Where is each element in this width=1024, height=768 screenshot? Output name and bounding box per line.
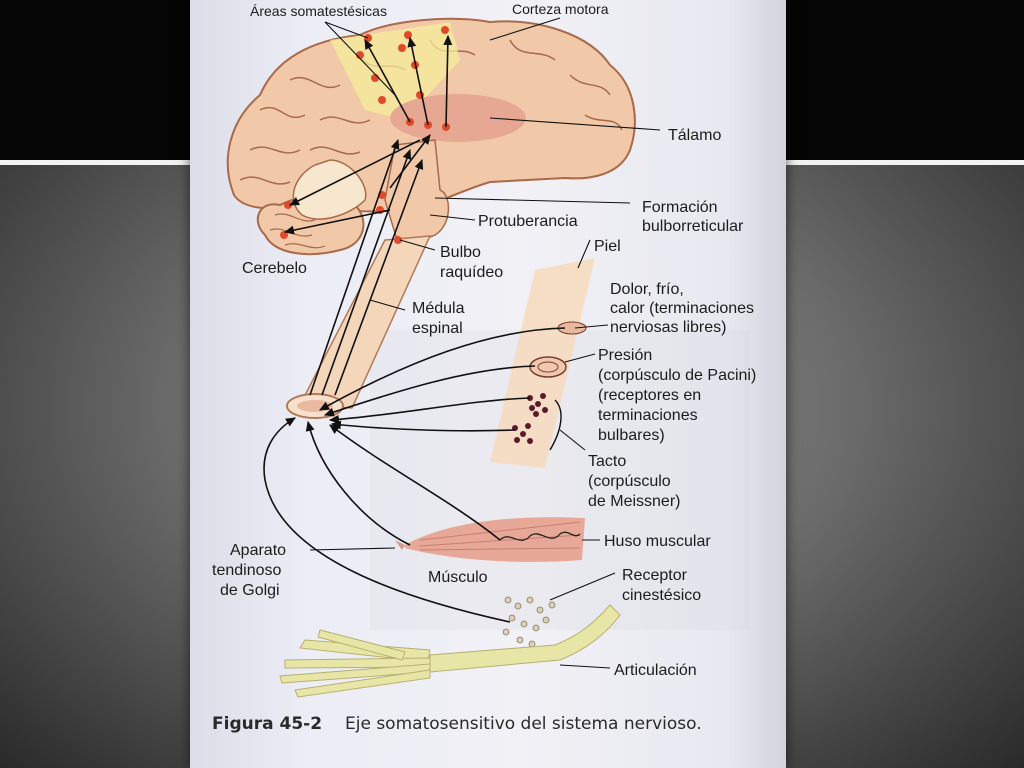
label-receptor-1: Receptor [622, 567, 688, 584]
label-piel: Piel [594, 238, 621, 255]
label-presion-4: terminaciones [598, 407, 698, 424]
labels: Áreas somatestésicas Corteza motora Tála… [212, 1, 756, 679]
book-page: Áreas somatestésicas Corteza motora Tála… [190, 0, 786, 768]
ascending-pathways [283, 34, 453, 396]
muscle [395, 517, 585, 562]
label-cerebelo: Cerebelo [242, 260, 307, 277]
label-aparato-3: de Golgi [220, 582, 280, 599]
label-presion-2: (corpúsculo de Pacini) [598, 367, 756, 384]
label-areas-somatestesicas: Áreas somatestésicas [250, 3, 387, 19]
label-protuberancia: Protuberancia [478, 213, 578, 230]
label-corteza-motora: Corteza motora [512, 1, 609, 17]
label-tacto-2: (corpúsculo [588, 473, 671, 490]
afferent-fibers [263, 327, 566, 623]
label-bulbo-2: raquídeo [440, 264, 503, 281]
kinesthetic-receptor [502, 596, 556, 648]
brain [226, 17, 636, 256]
label-aparato-2: tendinoso [212, 562, 281, 579]
label-tacto-3: de Meissner) [588, 493, 680, 510]
label-medula-1: Médula [412, 300, 465, 317]
label-dolor-2: calor (terminaciones [610, 300, 754, 317]
figure-caption: Figura 45-2 Eje somatosensitivo del sist… [212, 714, 702, 734]
somatosensory-diagram: Áreas somatestésicas Corteza motora Tála… [212, 1, 756, 734]
caption-text: Eje somatosensitivo del sistema nervioso… [345, 714, 702, 734]
label-presion-3: (receptores en [598, 387, 701, 404]
receptors [512, 321, 587, 451]
label-presion-5: bulbares) [598, 427, 665, 444]
label-receptor-2: cinestésico [622, 587, 701, 604]
label-formacion-1: Formación [642, 199, 718, 216]
label-bulbo-1: Bulbo [440, 244, 481, 261]
label-medula-2: espinal [412, 320, 463, 337]
caption-number: Figura 45-2 [212, 714, 322, 734]
label-tacto-1: Tacto [588, 453, 626, 470]
label-dolor-3: nerviosas libres) [610, 319, 726, 336]
label-talamo: Tálamo [668, 127, 721, 144]
label-dolor-1: Dolor, frío, [610, 281, 684, 298]
label-articulacion: Articulación [614, 662, 697, 679]
label-huso-muscular: Huso muscular [604, 533, 711, 550]
label-presion-1: Presión [598, 347, 652, 364]
arm-bones [279, 604, 621, 698]
leader-lines [309, 17, 661, 669]
label-formacion-2: bulborreticular [642, 218, 744, 235]
label-musculo: Músculo [428, 569, 488, 586]
label-aparato-1: Aparato [230, 542, 286, 559]
